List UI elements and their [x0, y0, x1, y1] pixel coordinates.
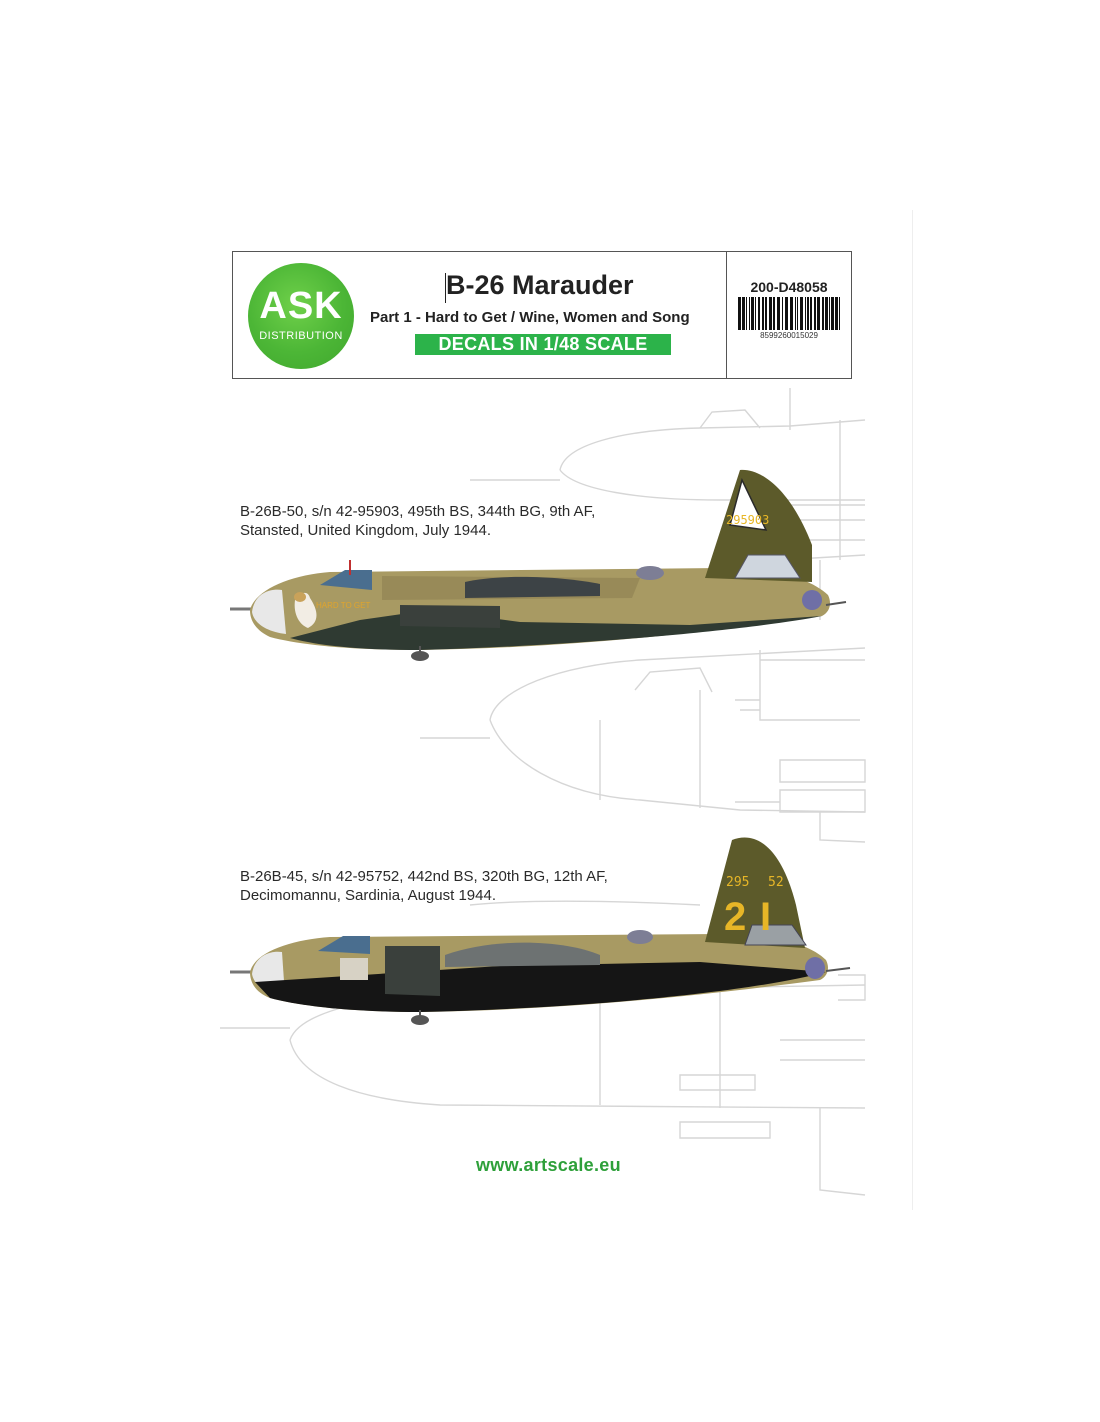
- barcode-bar: [835, 297, 838, 330]
- nose-art-text: HARD TO GET: [316, 601, 370, 610]
- tail-letter-2: I: [760, 895, 771, 939]
- barcode-bar: [831, 297, 834, 330]
- barcode-bar: [839, 297, 840, 330]
- barcode-bar: [755, 297, 756, 330]
- tail-serial-1: 295903: [726, 513, 769, 527]
- barcode-bar: [805, 297, 806, 330]
- title-bar-mark: [445, 273, 446, 303]
- barcode-bar: [751, 297, 754, 330]
- barcode-bar: [765, 297, 767, 330]
- logo-main-text: ASK: [259, 285, 343, 327]
- product-subtitle: Part 1 - Hard to Get / Wine, Women and S…: [370, 309, 690, 326]
- barcode-bar: [817, 297, 820, 330]
- barcode-bar: [822, 297, 824, 330]
- profile-2-caption: B-26B-45, s/n 42-95752, 442nd BS, 320th …: [240, 867, 608, 905]
- website-link[interactable]: www.artscale.eu: [476, 1155, 621, 1175]
- barcode-bar: [769, 297, 772, 330]
- barcode-bar: [742, 297, 745, 330]
- aircraft-profile-1: HARD TO GET 295903: [230, 469, 847, 661]
- product-title: B-26 Marauder: [446, 270, 634, 300]
- barcode-bar: [782, 297, 783, 330]
- barcode-number: 8599260015029: [760, 331, 818, 340]
- profile-1-caption-line2: Stansted, United Kingdom, July 1944.: [240, 522, 491, 539]
- barcode-bar: [749, 297, 750, 330]
- tail-serial-2-right: 52: [768, 875, 784, 890]
- barcode-bar: [829, 297, 830, 330]
- barcode-bar: [825, 297, 828, 330]
- barcode-bar: [790, 297, 793, 330]
- line-art-upper: [420, 388, 866, 843]
- barcode-bar: [762, 297, 764, 330]
- profile-1-caption-line1: B-26B-50, s/n 42-95903, 495th BS, 344th …: [240, 503, 596, 520]
- barcode-bar: [800, 297, 803, 330]
- profile-2-caption-line1: B-26B-45, s/n 42-95752, 442nd BS, 320th …: [240, 868, 608, 885]
- barcode-bar: [795, 297, 796, 330]
- product-header: ASK DISTRIBUTION B-26 Marauder Part 1 - …: [232, 251, 852, 379]
- sheet-edge-line: [912, 210, 913, 1210]
- logo-sub-text: DISTRIBUTION: [259, 330, 343, 342]
- barcode-bar: [758, 297, 760, 330]
- barcode-bar: [746, 297, 747, 330]
- product-code: 200-D48058: [750, 279, 828, 295]
- barcode-bar: [810, 297, 812, 330]
- barcode-bar: [785, 297, 788, 330]
- tail-code-2: 2: [724, 895, 746, 939]
- profile-2-caption-line2: Decimomannu, Sardinia, August 1944.: [240, 887, 496, 904]
- ask-logo: ASK DISTRIBUTION: [248, 263, 354, 369]
- profile-1-caption: B-26B-50, s/n 42-95903, 495th BS, 344th …: [240, 502, 595, 540]
- barcode: [738, 297, 840, 330]
- barcode-bar: [773, 297, 775, 330]
- barcode-bar: [814, 297, 816, 330]
- header-divider: [726, 252, 727, 378]
- scale-badge: DECALS IN 1/48 SCALE: [415, 334, 671, 355]
- barcode-bar: [807, 297, 809, 330]
- barcode-bar: [738, 297, 741, 330]
- barcode-bar: [797, 297, 798, 330]
- barcode-bar: [777, 297, 780, 330]
- aircraft-profile-2: 295 52 2 I: [230, 837, 851, 1025]
- tail-serial-2-left: 295: [726, 875, 749, 890]
